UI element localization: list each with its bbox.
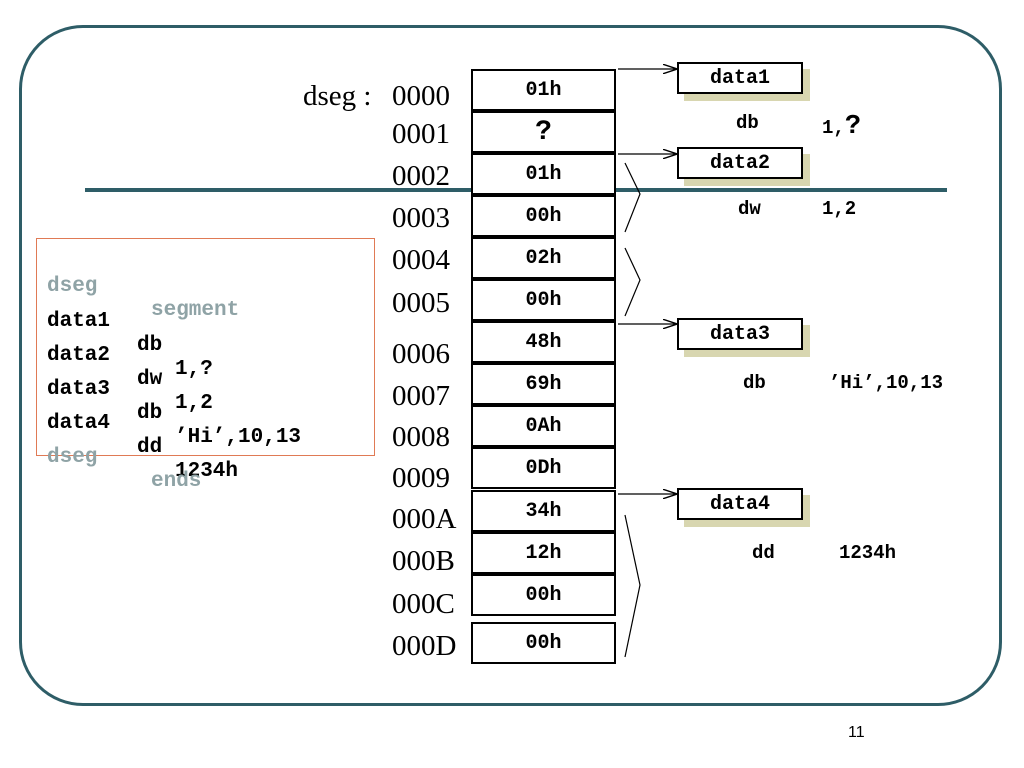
memory-cell-0004: 02h: [471, 237, 616, 279]
decl-data4-value: 1234h: [839, 542, 897, 564]
address-0007: 0007: [392, 380, 450, 412]
address-0004: 0004: [392, 244, 450, 276]
address-0002: 0002: [392, 160, 450, 192]
memory-cell-0007: 69h: [471, 363, 616, 405]
address-000B: 000B: [392, 545, 455, 577]
memory-cell-000A: 34h: [471, 490, 616, 532]
memory-cell-000D: 00h: [471, 622, 616, 664]
code-line-6-op: ends: [151, 470, 202, 493]
code-line-5-name: data4: [47, 412, 111, 435]
code-line-2-name: data1: [47, 310, 111, 333]
memory-cell-0006: 48h: [471, 321, 616, 363]
tag-data3: data3: [677, 318, 803, 350]
source-code-box: dseg segment data1 db 1,? data2 dw 1,2 d…: [36, 238, 375, 493]
address-0008: 0008: [392, 421, 450, 453]
decl-data1-type: db: [736, 112, 759, 134]
decl-data4-type: dd: [752, 542, 775, 564]
code-line-4: data3 db ’Hi’,10,13: [47, 354, 301, 474]
decl-data1-value-extra: ?: [844, 112, 862, 142]
address-0005: 0005: [392, 287, 450, 319]
code-line-4-name: data3: [47, 378, 111, 401]
tag-data4: data4: [677, 488, 803, 520]
tag-data1: data1: [677, 62, 803, 94]
memory-cell-0009: 0Dh: [471, 447, 616, 489]
address-0001: 0001: [392, 118, 450, 150]
memory-cell-000B: 12h: [471, 532, 616, 574]
code-line-1-op: segment: [151, 299, 240, 322]
memory-cell-0003: 00h: [471, 195, 616, 237]
code-line-6: dseg ends: [47, 422, 201, 518]
memory-cell-0008: 0Ah: [471, 405, 616, 447]
memory-cell-0000: 01h: [471, 69, 616, 111]
address-000D: 000D: [392, 630, 457, 662]
code-line-3: data2 dw 1,2: [47, 320, 213, 440]
address-0000: 0000: [392, 80, 450, 112]
address-0006: 0006: [392, 338, 450, 370]
decl-data3-value: ’Hi’,10,13: [829, 372, 944, 394]
decl-data1-value: 1,?: [822, 112, 861, 142]
code-line-3-op: dw: [137, 368, 163, 391]
code-line-2-op: db: [137, 334, 163, 357]
tag-data2: data2: [677, 147, 803, 179]
slide-frame: [19, 25, 1002, 706]
address-000C: 000C: [392, 588, 455, 620]
memory-cell-0002: 01h: [471, 153, 616, 195]
dword-bracket: [624, 514, 641, 658]
segment-label: dseg :: [303, 80, 372, 112]
memory-cell-0005: 00h: [471, 279, 616, 321]
decl-data1-value-text: 1,: [822, 117, 845, 139]
address-0003: 0003: [392, 202, 450, 234]
address-000A: 000A: [392, 503, 457, 535]
address-0009: 0009: [392, 462, 450, 494]
code-line-5: data4 dd 1234h: [47, 388, 238, 508]
decl-data3-type: db: [743, 372, 766, 394]
word-bracket-1: [624, 162, 641, 233]
decl-data2-value: 1,2: [822, 198, 857, 220]
code-line-3-arg: 1,2: [175, 392, 213, 415]
memory-cell-000C: 00h: [471, 574, 616, 616]
code-line-4-op: db: [137, 402, 163, 425]
code-line-5-arg: 1234h: [175, 460, 239, 483]
word-bracket-2: [624, 247, 641, 317]
page-number: 11: [848, 724, 865, 741]
code-line-2: data1 db 1,?: [47, 286, 213, 406]
code-line-2-arg: 1,?: [175, 358, 213, 381]
memory-cell-0001: ?: [471, 111, 616, 153]
code-line-6-name: dseg: [47, 446, 98, 469]
code-line-3-name: data2: [47, 344, 111, 367]
decl-data2-type: dw: [738, 198, 761, 220]
code-line-4-arg: ’Hi’,10,13: [175, 426, 302, 449]
code-line-1-name: dseg: [47, 275, 98, 298]
code-line-1: dseg segment: [47, 251, 239, 347]
code-line-5-op: dd: [137, 436, 163, 459]
